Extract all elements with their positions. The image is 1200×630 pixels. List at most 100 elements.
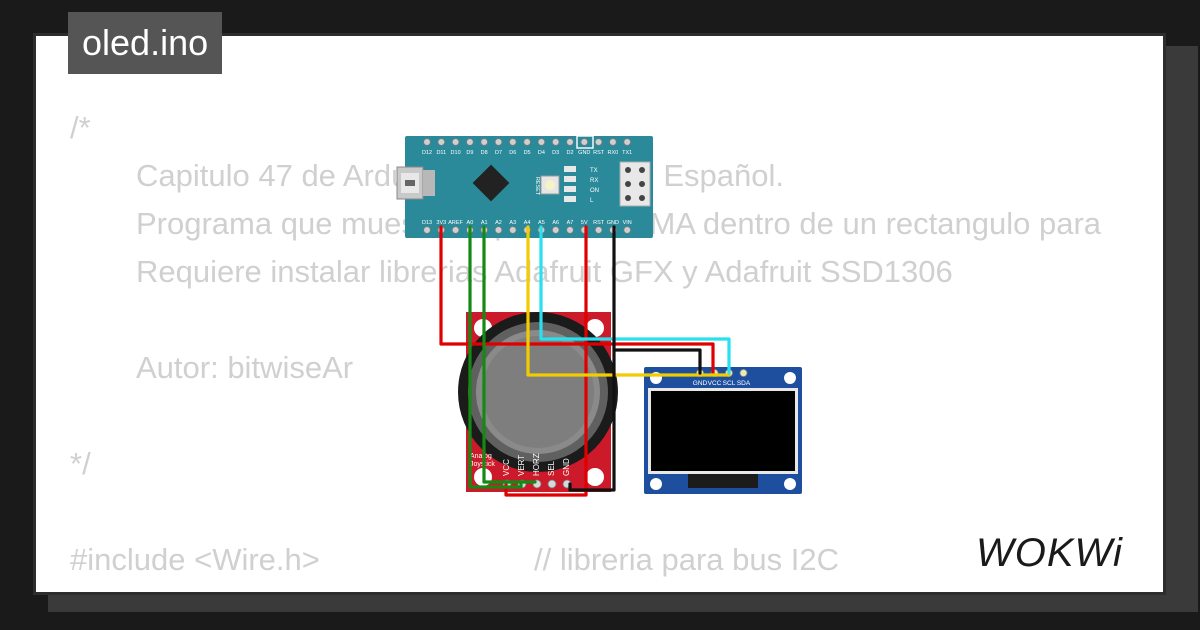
nano-top-pin-label: GND [578, 150, 590, 156]
nano-bottom-pin-label: 5V [581, 220, 588, 226]
icsp-header [619, 161, 651, 207]
nano-top-pin [523, 138, 531, 146]
joystick-pin-label: HORZ [532, 453, 541, 476]
led-label-on: ON [590, 188, 599, 194]
code-line: */ [70, 440, 1101, 488]
nano-bottom-pin-label: A7 [567, 220, 574, 226]
wire-black-gnd [568, 225, 616, 492]
code-line: Autor: bitwiseAr [70, 344, 1101, 392]
oled-screen [651, 391, 795, 471]
nano-top-pin-label: D11 [436, 150, 446, 156]
wokwi-logo: WOKWi [976, 531, 1122, 575]
nano-bottom-pin-label: A3 [509, 220, 516, 226]
nano-top-pin-label: D8 [481, 150, 488, 156]
nano-bottom-pin-label: D13 [422, 220, 432, 226]
status-leds [564, 166, 576, 202]
nano-top-header [423, 138, 631, 146]
nano-top-pin [609, 138, 617, 146]
joystick-pin [547, 479, 557, 489]
nano-bottom-pin [423, 226, 431, 234]
reset-label: RESET [534, 177, 540, 196]
nano-bottom-pin-label: AREF [448, 220, 463, 226]
wire-black-oled-gnd [612, 348, 702, 375]
nano-bottom-pin-label: 3V3 [436, 220, 446, 226]
wire-cyan-sda [539, 225, 731, 375]
nano-top-pin [623, 138, 631, 146]
nano-top-pin-label: D10 [451, 150, 461, 156]
nano-top-pin [551, 138, 560, 146]
wire-red-5v [504, 225, 588, 497]
nano-gnd-mark [576, 135, 594, 149]
nano-top-pin-label: RST [593, 150, 605, 156]
oled-pin-label: VCC [708, 380, 722, 387]
joystick-pin-label: SEL [547, 460, 556, 476]
file-tab[interactable]: oled.ino [68, 12, 223, 74]
wire-green-vert [468, 225, 523, 489]
nano-top-pin-label: D3 [552, 150, 559, 156]
nano-top-pin [580, 138, 589, 146]
nano-bottom-pin-label: A6 [552, 220, 559, 226]
code-line-comment: // libreria para graficos [534, 584, 841, 592]
oled-pin [739, 368, 748, 377]
nano-top-pin-label: D5 [524, 150, 531, 156]
nano-bottom-pin [566, 226, 574, 234]
nano-top-pin [466, 138, 474, 146]
usb-connector-icon [396, 166, 435, 200]
led-label-l: L [590, 198, 594, 204]
wire-green-horz [482, 225, 537, 484]
led-label-tx: TX [590, 168, 598, 174]
oled-pin-label: SDA [737, 380, 751, 387]
nano-bottom-pin-label: A4 [524, 220, 531, 226]
nano-bottom-pin [551, 226, 560, 234]
wires [439, 225, 731, 497]
nano-bottom-pin-label: RST [593, 220, 605, 226]
microcontroller-chip [472, 164, 510, 202]
nano-top-pin-label: RX0 [608, 150, 619, 156]
code-line-comment: // libreria para bus I2C [534, 542, 839, 577]
wire-red-vcc [439, 225, 715, 375]
nano-bottom-pin-label: A2 [495, 220, 502, 226]
oled-pin-label: SCL [723, 380, 736, 387]
nano-top-pin-label: D12 [422, 150, 432, 156]
nano-top-pin-label: TX1 [622, 150, 632, 156]
code-line-text: */ [70, 446, 91, 481]
nano-bottom-pin [508, 226, 517, 234]
code-line-text: Autor: bitwiseAr [136, 350, 354, 385]
nano-bottom-pin-label: A1 [481, 220, 488, 226]
nano-top-pin [508, 138, 517, 146]
joystick-pin-label: VCC [502, 459, 511, 476]
code-line: #include <Wire.h> // libreria para bus I2… [70, 536, 1101, 584]
nano-top-pin [537, 138, 546, 146]
nano-top-pin-label: D6 [509, 150, 516, 156]
code-line-text: #include <Wire.h> [70, 542, 320, 577]
nano-bottom-pin [594, 226, 603, 234]
nano-top-pin [437, 138, 446, 146]
nano-bottom-pin-label: A5 [538, 220, 545, 226]
joystick-pin-label: GND [562, 458, 571, 476]
nano-bottom-pin [623, 226, 631, 234]
led-label-rx: RX [590, 178, 598, 184]
nano-top-pin [423, 138, 431, 146]
nano-top-pin-label: D4 [538, 150, 545, 156]
joystick-pin-label: VERT [517, 455, 526, 476]
nano-bottom-pin-label: GND [607, 220, 619, 226]
nano-top-pin [494, 138, 503, 146]
nano-top-pin [594, 138, 603, 146]
code-line-text: /* [70, 110, 91, 145]
code-line-text: #include <Adafruit_GFX.h> [70, 590, 444, 592]
nano-bottom-pin-label: A0 [467, 220, 474, 226]
nano-bottom-pin [451, 226, 460, 234]
nano-bottom-pin [494, 226, 503, 234]
code-line: #include <Adafruit_GFX.h> // libreria par… [70, 584, 1101, 592]
nano-top-pin [566, 138, 574, 146]
oled-pin-label: GND [693, 380, 708, 387]
joystick-label-1: Analog [470, 453, 492, 460]
led-labels: TX RX ON L [590, 168, 599, 204]
nano-top-pin-label: D2 [566, 150, 573, 156]
nano-pcb [405, 136, 653, 238]
